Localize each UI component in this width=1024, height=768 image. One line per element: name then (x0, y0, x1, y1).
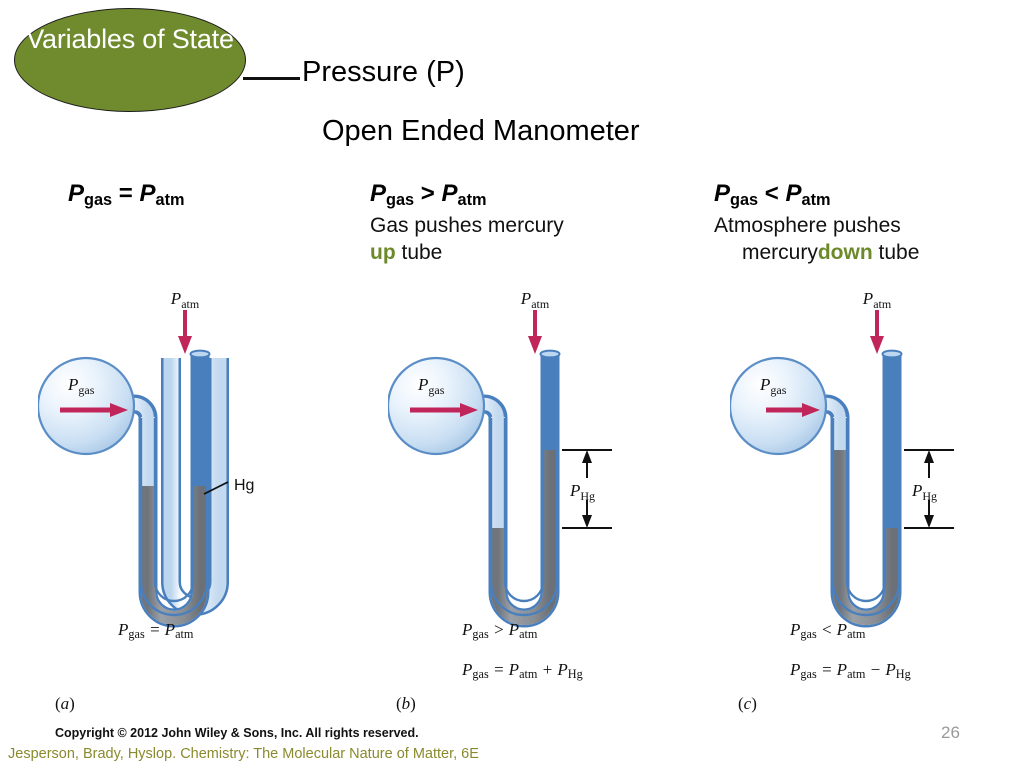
atm-label-b: Patm (520, 289, 550, 311)
delta-label-c: PHg (911, 481, 937, 503)
description-c: Atmosphere pushes mercury down tube (714, 212, 919, 266)
atm-arrow-c (870, 310, 884, 354)
atm-arrow-a (178, 310, 192, 354)
atm-label-a: Patm (170, 289, 200, 311)
callout-ellipse-shape (14, 8, 246, 112)
column-heading-c: Pgas < Patm Atmosphere pushes mercury do… (714, 180, 919, 266)
caption-b-line1: Pgas > Patm (462, 620, 538, 641)
tube-edges-a (110, 358, 209, 617)
description-b-highlight: up (370, 241, 396, 264)
mercury-b (491, 450, 557, 625)
panel-letter-a-char: a (60, 694, 70, 713)
copyright-notice: Copyright © 2012 John Wiley & Sons, Inc.… (55, 726, 419, 740)
manometer-figure-b: Patm Pgas PHg (388, 282, 688, 702)
bracket-arrow-down-c (924, 515, 934, 528)
description-b: Gas pushes mercury up tube (370, 212, 564, 266)
description-c-highlight: down (817, 241, 873, 264)
caption-b-line2: Pgas = Patm + PHg (462, 660, 583, 681)
panel-letter-c-char: c (743, 694, 752, 713)
description-c-tail: tube (872, 241, 920, 264)
bracket-arrow-down-b (582, 515, 592, 528)
column-heading-b: Pgas > Patm Gas pushes mercury up tube (370, 180, 564, 266)
caption-c-line1: Pgas < Patm (790, 620, 866, 641)
gas-bulb-b (388, 356, 486, 456)
bracket-arrow-up-c (924, 450, 934, 463)
variables-of-state-callout[interactable]: Variables of State (14, 8, 246, 112)
caption-c-line2: Pgas = Patm − PHg (790, 660, 911, 681)
gas-bulb-c (730, 356, 828, 456)
description-b-tail: tube (395, 241, 443, 264)
mercury-c (833, 450, 899, 625)
relation-c: Pgas < Patm (714, 180, 831, 209)
relation-a: Pgas = Patm (68, 180, 185, 209)
manometer-figure-a: Patm Pgas Hg (38, 282, 338, 702)
panel-letter-a: (a) (55, 694, 75, 713)
column-heading-a: Pgas = Patm (68, 180, 185, 209)
relation-b: Pgas > Patm (370, 180, 487, 209)
caption-a-line1: Pgas = Patm (118, 620, 194, 641)
description-c-pre: mercury (742, 241, 818, 264)
subtitle-manometer: Open Ended Manometer (322, 115, 640, 147)
mercury-a (141, 486, 207, 625)
atm-label-c: Patm (862, 289, 892, 311)
description-c-line1: Atmosphere pushes (714, 214, 901, 237)
hg-label-a: Hg (234, 477, 254, 494)
panel-letter-c: (c) (738, 694, 757, 713)
panel-letter-b: (b) (396, 694, 416, 713)
delta-label-b: PHg (569, 481, 595, 503)
callout-connector-line (243, 77, 300, 80)
gas-bulb-a (38, 356, 136, 456)
page-number: 26 (941, 723, 960, 742)
panel-letter-b-char: b (401, 694, 411, 713)
source-citation: Jesperson, Brady, Hyslop. Chemistry: The… (8, 746, 479, 762)
description-b-line1: Gas pushes mercury (370, 214, 564, 237)
atm-arrow-b (528, 310, 542, 354)
manometer-figure-c: Patm Pgas PHg (730, 282, 1024, 702)
hg-leader-a (203, 481, 229, 495)
bracket-arrow-up-b (582, 450, 592, 463)
topic-title: Pressure (P) (302, 56, 465, 88)
